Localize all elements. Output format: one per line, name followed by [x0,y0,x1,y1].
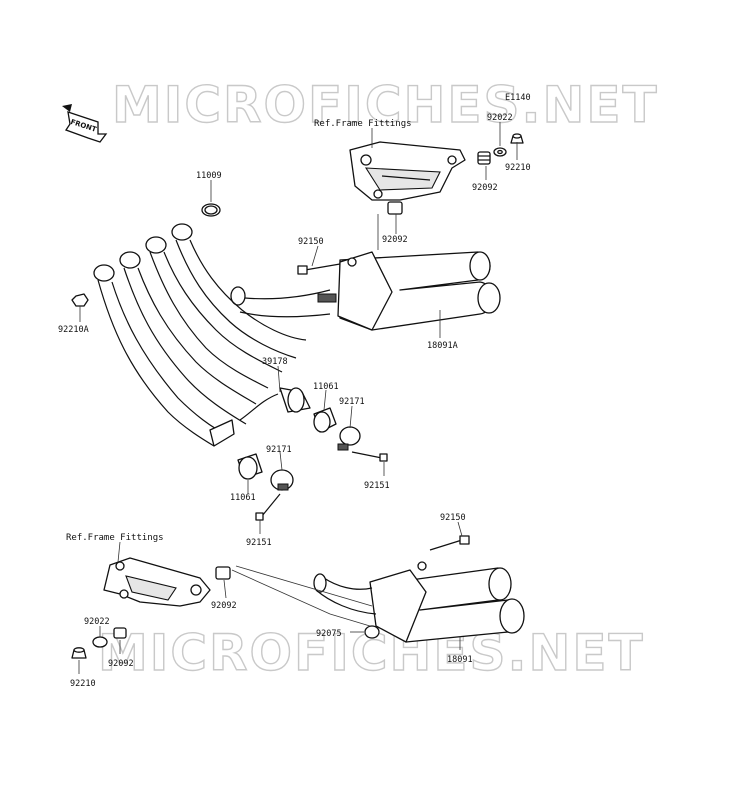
lower-damper-92092-a [215,566,231,580]
diagram-code: E1140 [505,93,531,103]
label-11061-b: 11061 [230,493,256,503]
top-nut-92210 [510,133,524,144]
header-pipes-39178 [93,223,311,447]
label-92210-bottom: 92210 [70,679,96,689]
upper-frame-bracket [349,141,466,201]
label-18091A: 18091A [427,341,458,351]
label-ref-frame-bottom: Ref.Frame Fittings [66,533,164,543]
top-damper-92092-a [477,151,491,165]
label-92092-top-a: 92092 [472,183,498,193]
bolt-92151-a [351,451,388,462]
label-92171-a: 92171 [339,397,365,407]
nut-92210A [71,293,89,307]
clamp-92171-a [337,426,361,451]
label-92151-b: 92151 [246,538,272,548]
clamp-92171-b [270,469,294,491]
label-92150-top: 92150 [298,237,324,247]
watermark-top: MICROFICHES.NET [112,76,659,134]
bolt-92151-b [255,493,281,521]
front-arrow-icon: FRONT [62,104,108,143]
muffler-lower-18091 [313,561,525,643]
label-11061-a: 11061 [313,382,339,392]
label-92092-bottom-a: 92092 [211,601,237,611]
label-39178: 39178 [262,357,288,367]
label-92022-top: 92022 [487,113,513,123]
top-washer-92022 [493,147,507,157]
label-ref-frame-top: Ref.Frame Fittings [314,119,412,129]
top-damper-92092-b [387,201,403,215]
gasket-11061-b [237,453,263,480]
gasket-11061-a [313,407,337,433]
label-92150-bottom: 92150 [440,513,466,523]
lower-nut-92210 [71,647,87,659]
label-92171-b: 92171 [266,445,292,455]
label-92151-a: 92151 [364,481,390,491]
gasket-11009 [201,203,221,217]
lower-damper-92092-b [113,627,127,639]
bolt-92150-bottom [429,535,470,551]
lower-frame-bracket [103,557,211,607]
label-92092-bottom-b: 92092 [108,659,134,669]
label-92092-top-b: 92092 [382,235,408,245]
label-92075: 92075 [316,629,342,639]
lower-washer-92022 [92,636,108,648]
label-92022-bottom: 92022 [84,617,110,627]
label-92210-top: 92210 [505,163,531,173]
label-92210A: 92210A [58,325,89,335]
leader-lines [78,122,518,674]
label-18091: 18091 [447,655,473,665]
label-11009: 11009 [196,171,222,181]
cap-92075 [364,625,380,639]
muffler-upper-18091A [230,251,501,331]
bolt-92150-top [297,263,341,275]
